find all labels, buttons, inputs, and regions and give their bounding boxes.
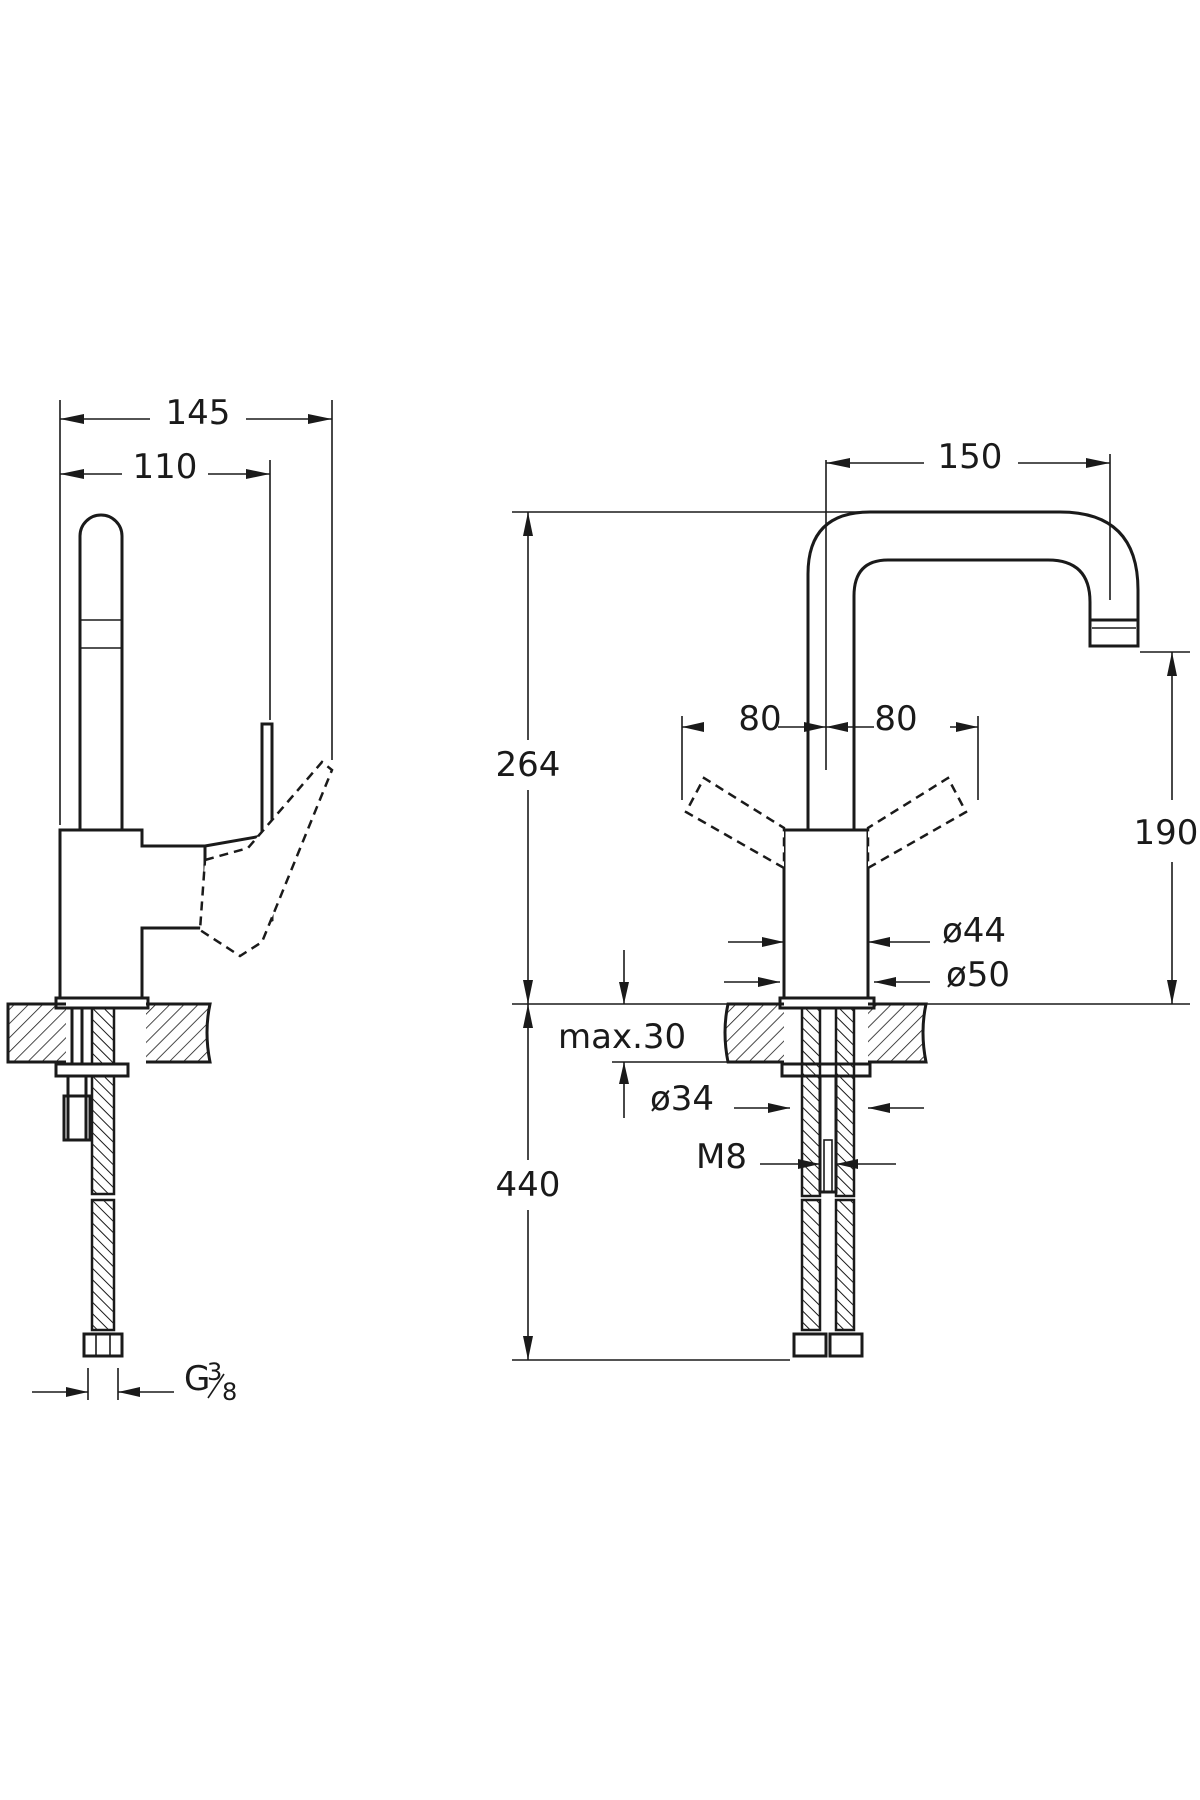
front-hose-left-upper — [800, 1006, 822, 1198]
front-spout — [806, 510, 1140, 830]
dim-body-diameter-50: ø50 — [946, 955, 1010, 995]
dim-hole-diameter: ø34 — [650, 1079, 714, 1119]
side-lever-dashed — [198, 760, 334, 958]
dim-handle-right: 80 — [874, 699, 917, 739]
front-handle-right-dashed — [866, 776, 968, 871]
dim-side-handle-width: 110 — [133, 447, 198, 487]
side-view: 145 110 G 3 8 — [6, 393, 334, 1406]
side-hose — [90, 1074, 116, 1196]
side-spout — [78, 513, 124, 830]
front-hose-right-lower — [834, 1198, 856, 1332]
front-fitting-left — [792, 1332, 828, 1358]
dim-connection-num: 3 — [207, 1358, 222, 1386]
side-lower-stud — [66, 1074, 88, 1142]
dim-body-diameter-44: ø44 — [942, 911, 1006, 951]
front-stud — [818, 1074, 838, 1194]
side-hose-upper — [90, 1006, 116, 1066]
dim-side-total-width: 145 — [166, 393, 231, 433]
side-hose-lower — [90, 1198, 116, 1332]
front-fitting-right — [828, 1332, 864, 1358]
front-stud-inner — [823, 1139, 833, 1193]
dim-connection: G — [184, 1359, 210, 1399]
dim-total-height: 264 — [496, 745, 561, 785]
dim-max-thickness: max.30 — [558, 1017, 686, 1057]
front-aerator — [1088, 618, 1140, 648]
dim-hose-length: 440 — [496, 1165, 561, 1205]
side-body — [58, 828, 207, 1000]
side-hose-fitting — [82, 1332, 124, 1358]
front-mount-clearing — [784, 1000, 868, 1066]
dim-connection-den: 8 — [222, 1378, 237, 1406]
dim-handle-left: 80 — [738, 699, 781, 739]
front-hose-left-lower — [800, 1198, 822, 1332]
dim-stud-thread: M8 — [696, 1137, 747, 1177]
front-hose-right-upper — [834, 1006, 856, 1198]
front-handle-left-dashed — [684, 776, 786, 871]
dim-spout-height: 190 — [1134, 813, 1199, 853]
front-body — [782, 828, 870, 1000]
front-view: 150 264 440 190 80 8 — [496, 437, 1199, 1361]
side-nut — [62, 1094, 92, 1142]
dim-front-spout-reach: 150 — [938, 437, 1003, 477]
